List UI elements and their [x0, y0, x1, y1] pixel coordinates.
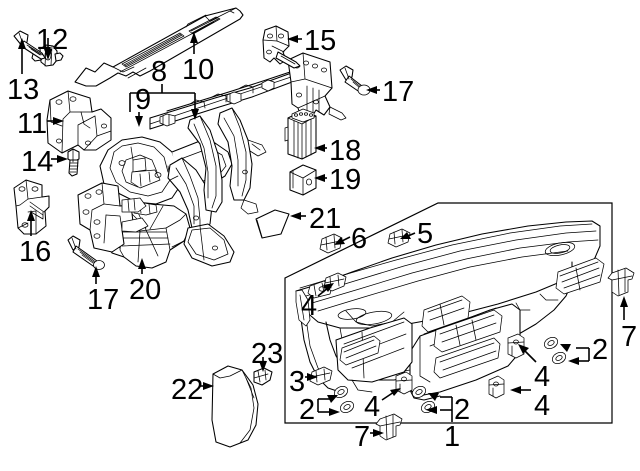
part-4-clip-right-lower: [488, 375, 505, 399]
part-10-defroster-cover: [74, 7, 244, 87]
part-17-bolt-right: [339, 65, 371, 96]
part-21-trim-panel: [255, 209, 290, 239]
callout-number-4d[interactable]: 4: [534, 390, 551, 422]
part-1-instrument-panel-box: [284, 202, 613, 424]
callout-number-2a[interactable]: 2: [299, 394, 316, 426]
part-15-bracket: [262, 25, 301, 69]
callout-number-7a[interactable]: 7: [354, 421, 371, 453]
callout-number-8[interactable]: 8: [151, 56, 168, 88]
part-2-grommet-e: [543, 336, 559, 350]
callout-number-9[interactable]: 9: [135, 84, 152, 116]
callout-number-10[interactable]: 10: [182, 54, 215, 86]
callout-number-6[interactable]: 6: [351, 223, 368, 255]
part-3-retainer: [309, 366, 333, 386]
callout-number-1[interactable]: 1: [444, 421, 461, 453]
part-18-control-module: [284, 108, 317, 160]
callout-number-16[interactable]: 16: [19, 236, 52, 268]
callout-number-7b[interactable]: 7: [621, 321, 638, 353]
callout-number-22[interactable]: 22: [171, 374, 204, 406]
callout-number-11[interactable]: 11: [17, 108, 48, 140]
callout-number-21[interactable]: 21: [309, 203, 342, 235]
callout-number-4a[interactable]: 4: [301, 290, 318, 322]
callout-number-20[interactable]: 20: [129, 274, 162, 306]
part-7-retainer-right: [607, 267, 635, 297]
part-19-relay-module: [289, 164, 317, 196]
part-22-side-trim-panel: [211, 365, 259, 448]
part-6-clip: [319, 233, 343, 254]
callout-number-3[interactable]: 3: [289, 366, 306, 398]
part-2-grommet-c: [411, 385, 427, 399]
callout-number-17b[interactable]: 17: [87, 284, 120, 316]
callout-number-4c[interactable]: 4: [534, 361, 551, 393]
callout-number-2c[interactable]: 2: [592, 334, 609, 366]
part-1-instrument-panel-assembly: [295, 220, 605, 401]
callout-number-17a[interactable]: 17: [382, 76, 415, 108]
callout-number-19[interactable]: 19: [329, 164, 362, 196]
callout-number-12[interactable]: 12: [36, 24, 69, 56]
callout-number-18[interactable]: 18: [329, 135, 362, 167]
callout-number-4b[interactable]: 4: [364, 391, 381, 423]
part-14-bolt: [67, 148, 80, 177]
callout-number-2b[interactable]: 2: [454, 394, 471, 426]
leader-lines: [18, 32, 628, 437]
part-11-support-bracket: [46, 90, 112, 154]
callout-number-15[interactable]: 15: [304, 25, 337, 57]
part-4-clip-right-upper: [507, 333, 525, 359]
callout-number-23[interactable]: 23: [251, 338, 284, 370]
callout-number-5[interactable]: 5: [417, 218, 434, 250]
instrument-panel-crossmember: [77, 52, 347, 267]
callout-number-14[interactable]: 14: [21, 146, 54, 178]
part-2-grommet-f: [551, 351, 567, 365]
callout-number-13[interactable]: 13: [7, 74, 40, 106]
part-2-grommet-b: [339, 400, 355, 414]
